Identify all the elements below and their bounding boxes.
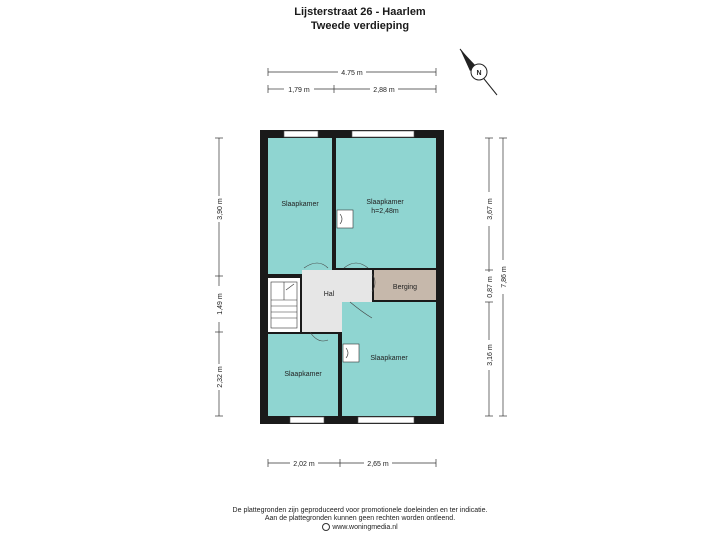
bedroom-bottom-left xyxy=(268,334,338,416)
sink-icon-bottom xyxy=(342,343,360,363)
sink-icon xyxy=(336,209,354,229)
room-label-bedroom-top-left: Slaapkamer xyxy=(281,201,319,208)
room-label-bedroom-bottom-left: Slaapkamer xyxy=(284,371,322,378)
room-label-bedroom-bottom-right: Slaapkamer xyxy=(370,355,408,362)
dim-top-total: 4.75 m xyxy=(341,70,363,77)
top-dimensions xyxy=(267,68,437,93)
dim-left-bottom: 2,32 m xyxy=(217,366,224,388)
room-label-storage: Berging xyxy=(393,284,417,291)
door-arcs xyxy=(303,262,376,342)
storage-room xyxy=(374,270,436,300)
dim-left-top: 3,90 m xyxy=(217,198,224,220)
dim-top-left: 1,79 m xyxy=(288,87,310,94)
room-label-bedroom-top-right: Slaapkamer xyxy=(366,199,404,206)
dim-right-mid: 0,87 m xyxy=(487,276,494,298)
plan-subtitle: Tweede verdieping xyxy=(310,20,410,32)
footer-website: www.woningmedia.nl xyxy=(0,523,720,532)
bottom-dimensions xyxy=(267,459,437,467)
globe-icon xyxy=(322,523,331,531)
compass-north-label: N xyxy=(476,70,481,77)
room-height-label: h=2,48m xyxy=(371,208,399,215)
plan-title: Lijsterstraat 26 - Haarlem xyxy=(294,6,426,18)
left-dimensions xyxy=(215,137,223,417)
dim-right-top: 3,67 m xyxy=(487,198,494,220)
stair-treads xyxy=(270,281,298,329)
bedroom-top-left xyxy=(268,138,332,274)
compass-icon: N xyxy=(459,48,498,96)
right-dimensions xyxy=(485,137,507,417)
dim-right-bottom: 3,16 m xyxy=(487,344,494,366)
dim-bottom-right: 2,65 m xyxy=(367,461,389,468)
windows xyxy=(283,130,415,424)
room-label-hall: Hal xyxy=(324,291,335,298)
footer-website-text: www.woningmedia.nl xyxy=(332,523,398,531)
footer-rights: Aan de plattegronden kunnen geen rechten… xyxy=(264,515,456,522)
dim-bottom-left: 2,02 m xyxy=(293,461,315,468)
bedroom-top-right xyxy=(336,138,436,268)
dim-top-right: 2,88 m xyxy=(373,87,395,94)
dim-left-mid: 1,49 m xyxy=(217,293,224,315)
dim-right-total: 7,86 m xyxy=(501,266,508,288)
footer-disclaimer: De plattegronden zijn geproduceerd voor … xyxy=(232,507,488,514)
